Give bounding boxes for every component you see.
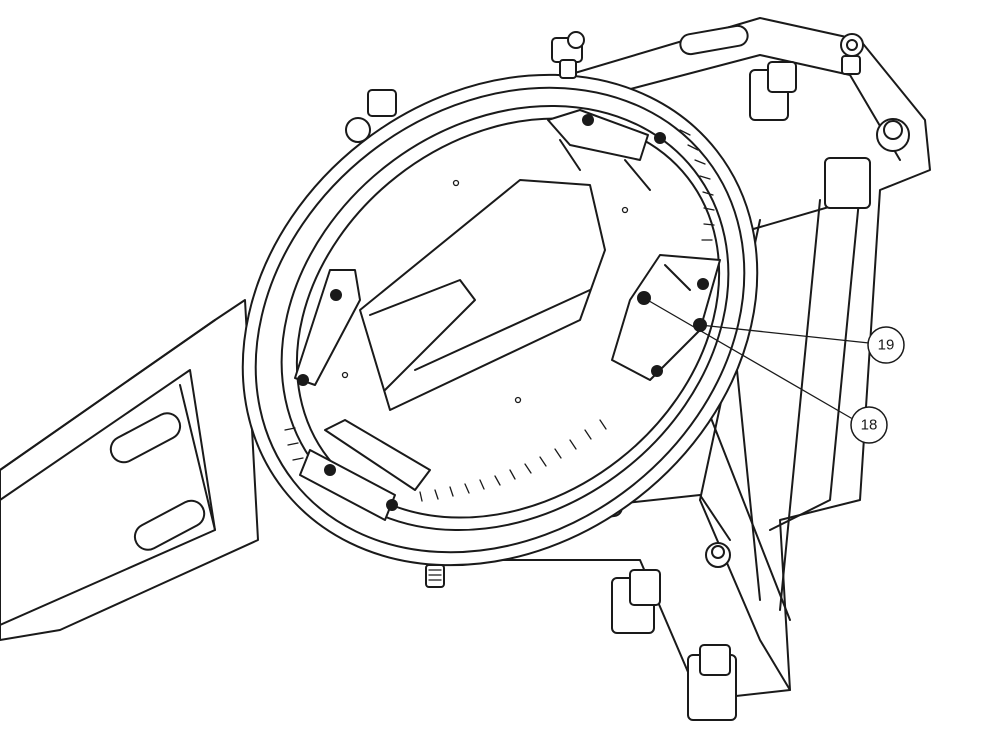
gear-teeth <box>284 129 715 502</box>
arm-slot-upper <box>109 412 182 464</box>
top-right-latch <box>749 61 797 121</box>
corner-pin <box>840 33 864 75</box>
bottom-latch-left <box>611 569 661 634</box>
leader-line-19 <box>699 324 870 344</box>
left-arm <box>0 299 259 641</box>
corner-nut <box>876 118 910 152</box>
callout-label-19: 19 <box>878 337 895 354</box>
callout-label-18: 18 <box>861 417 878 434</box>
bottom-stud <box>425 564 445 588</box>
bottom-latch-right <box>687 644 737 721</box>
bottom-pin <box>705 542 731 568</box>
right-latch <box>824 157 871 209</box>
callout-19: 19 <box>867 326 905 364</box>
clamp-bottom <box>299 419 431 521</box>
callout-18: 18 <box>850 406 888 444</box>
clamp-left <box>294 269 361 386</box>
clamp-top <box>547 109 651 191</box>
left-knob <box>345 89 397 143</box>
arm-slot-lower <box>133 499 206 551</box>
leader-line-18 <box>643 297 852 419</box>
top-stud <box>551 31 585 79</box>
inner-plate <box>295 117 721 519</box>
clamp-right <box>611 254 721 381</box>
top-slot <box>679 24 749 56</box>
